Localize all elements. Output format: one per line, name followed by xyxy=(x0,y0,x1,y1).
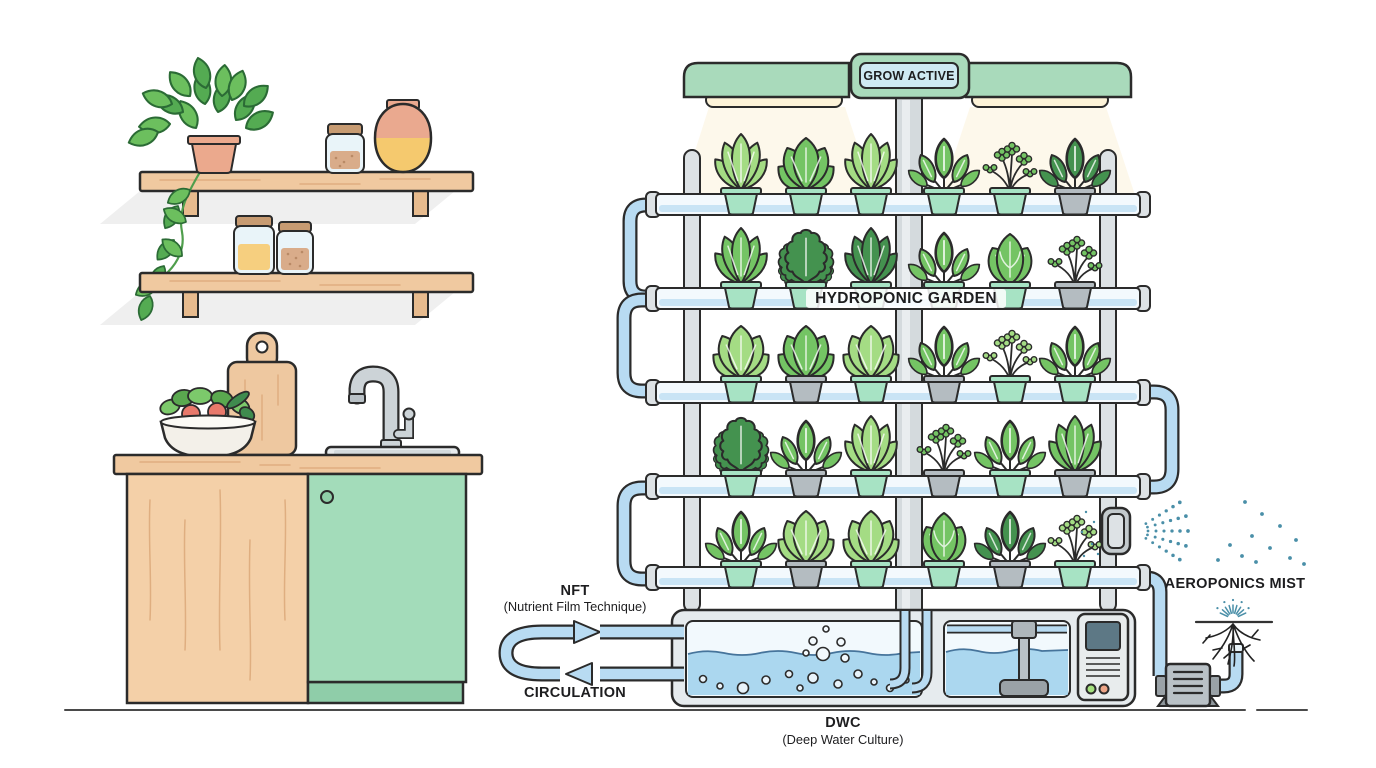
circulation-loop xyxy=(498,620,601,686)
plant-romaine xyxy=(838,227,904,290)
shelf-shadow xyxy=(100,292,455,325)
panel-vents xyxy=(1086,657,1120,677)
grow-pot xyxy=(989,375,1031,404)
grow-pot xyxy=(923,375,965,404)
plant-herb xyxy=(982,329,1038,381)
nft-title: NFT xyxy=(560,583,589,599)
reservoir-unit xyxy=(600,608,1137,708)
grow-pot xyxy=(720,560,762,589)
grow-pot xyxy=(850,375,892,404)
wall-shelf-lower xyxy=(138,271,475,318)
led-green xyxy=(1085,683,1097,695)
led-orange xyxy=(1098,683,1110,695)
vegetable-bowl xyxy=(159,387,257,459)
plant-spinach xyxy=(970,511,1050,566)
grow-pot xyxy=(923,469,965,498)
grow-active-label: GROW ACTIVE xyxy=(863,69,954,83)
shelf-shadow xyxy=(100,191,455,224)
aeroponics-label: AEROPONICS MIST xyxy=(1165,576,1306,592)
sink-faucet xyxy=(324,365,461,460)
faucet-spout xyxy=(348,393,366,404)
text-labels: GROW ACTIVE HYDROPONIC GARDEN NFT (Nutri… xyxy=(504,69,1306,747)
canopy-right xyxy=(964,61,1133,99)
grow-pot xyxy=(989,187,1031,216)
misted-roots xyxy=(1194,598,1274,667)
plant-spinach xyxy=(970,420,1050,475)
jar-grains xyxy=(276,221,314,275)
grow-pot xyxy=(989,560,1031,589)
plant-romaine xyxy=(1042,415,1108,478)
kitchen-scene xyxy=(100,54,484,705)
cabinet-knob xyxy=(320,490,334,504)
grow-pot xyxy=(785,375,827,404)
canopy-left xyxy=(682,61,851,99)
plant-romaine xyxy=(838,415,904,478)
grow-pot xyxy=(720,281,762,310)
grow-pot xyxy=(1054,469,1096,498)
circulation-label: CIRCULATION xyxy=(524,685,626,701)
plant-bokchoy xyxy=(915,512,973,570)
light-beam-left xyxy=(681,107,874,195)
jar-yellow xyxy=(233,215,275,275)
panel-screen xyxy=(1085,621,1121,651)
plant-herb xyxy=(1047,235,1103,287)
water-pipes xyxy=(616,197,1180,676)
nft-subtitle: (Nutrient Film Technique) xyxy=(504,599,647,614)
dwc-subtitle: (Deep Water Culture) xyxy=(782,732,903,747)
grow-pot xyxy=(785,187,827,216)
aeroponics-section xyxy=(1155,598,1274,708)
plant-spinach xyxy=(766,420,846,475)
arrow-right-icon xyxy=(573,620,601,644)
kitchen-counter xyxy=(112,453,484,705)
plant-pot xyxy=(190,143,238,174)
countertop xyxy=(112,453,484,476)
light-canopy xyxy=(682,52,1133,108)
control-panel xyxy=(1076,612,1130,702)
cabinet-wood xyxy=(125,472,310,705)
faucet-handle xyxy=(402,407,416,421)
grow-pot xyxy=(1054,560,1096,589)
external-pump xyxy=(1155,662,1221,708)
mist-spray xyxy=(1080,500,1306,566)
grow-pot xyxy=(923,187,965,216)
cabinet-kick xyxy=(306,680,465,705)
air-bubbles xyxy=(698,625,910,695)
honey-pot xyxy=(373,99,433,174)
grow-pot xyxy=(1054,375,1096,404)
grow-pot xyxy=(720,187,762,216)
mist-nozzle xyxy=(1100,506,1132,556)
grow-pot xyxy=(850,187,892,216)
garden-title: HYDROPONIC GARDEN xyxy=(815,290,997,307)
grow-pot xyxy=(785,469,827,498)
small-jar xyxy=(325,123,365,174)
roots-icon xyxy=(1202,623,1261,667)
grow-pot xyxy=(720,469,762,498)
grow-pot xyxy=(989,469,1031,498)
grow-pot xyxy=(923,560,965,589)
grow-pot xyxy=(1054,281,1096,310)
plant-herb xyxy=(916,423,972,475)
plant-romaine xyxy=(708,227,774,290)
grow-pot xyxy=(720,375,762,404)
root-mist-icon xyxy=(1216,598,1250,618)
wall-shelf-upper xyxy=(138,170,475,217)
grow-tower xyxy=(616,52,1306,676)
plant-bokchoy xyxy=(981,233,1039,291)
grow-active-badge xyxy=(859,62,959,89)
grow-pot xyxy=(850,469,892,498)
cabinet-door-green xyxy=(306,472,468,684)
grow-pot xyxy=(1054,187,1096,216)
arrow-left-icon xyxy=(565,662,593,686)
grow-pot xyxy=(850,560,892,589)
pump-ribs xyxy=(1172,670,1204,695)
dwc-title: DWC xyxy=(825,715,861,731)
plant-spinach xyxy=(701,511,781,566)
submersible-pump xyxy=(999,620,1049,697)
grow-pot xyxy=(785,560,827,589)
plant-pot-rim xyxy=(187,135,241,145)
